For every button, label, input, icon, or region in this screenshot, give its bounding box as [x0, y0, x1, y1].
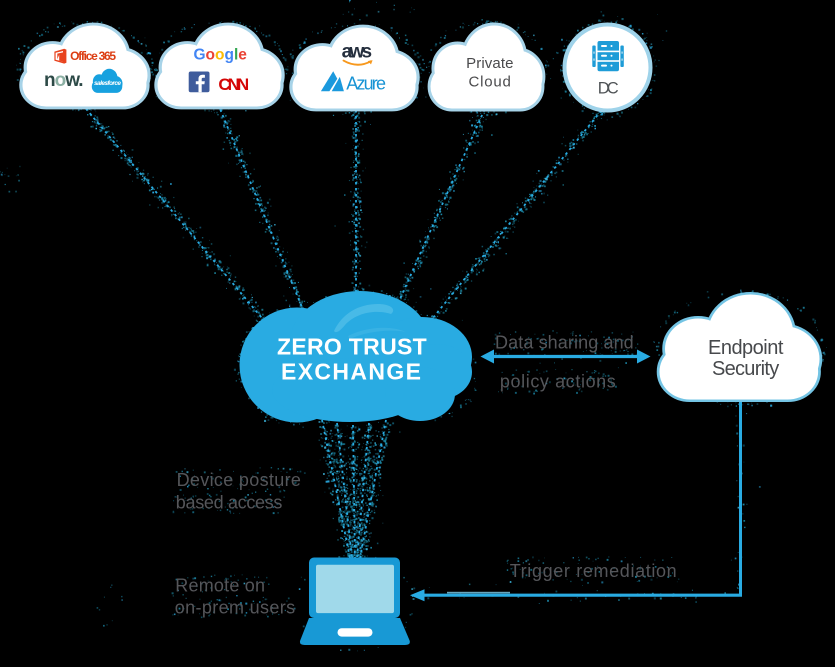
svg-text:Azure: Azure	[346, 74, 386, 94]
svg-text:aws: aws	[342, 41, 372, 62]
svg-text:Device posture: Device posture	[177, 470, 301, 490]
svg-text:Office 365: Office 365	[70, 49, 116, 63]
svg-text:CNN: CNN	[218, 75, 249, 94]
svg-text:Remote on: Remote on	[175, 575, 265, 595]
svg-text:Trigger remediation: Trigger remediation	[510, 561, 677, 581]
svg-text:on-prem users: on-prem users	[175, 598, 295, 618]
svg-text:Data sharing and: Data sharing and	[495, 333, 634, 353]
svg-text:EXCHANGE: EXCHANGE	[281, 359, 421, 385]
svg-text:based access: based access	[176, 493, 283, 513]
svg-text:DC: DC	[598, 79, 619, 97]
svg-text:policy actions: policy actions	[500, 371, 616, 391]
svg-text:salesforce: salesforce	[94, 80, 121, 87]
svg-text:Cloud: Cloud	[469, 73, 511, 90]
svg-text:ZERO TRUST: ZERO TRUST	[277, 333, 427, 359]
svg-text:now.: now.	[44, 70, 83, 91]
svg-text:Google: Google	[193, 47, 247, 64]
svg-text:Private: Private	[466, 55, 513, 72]
svg-text:Security: Security	[712, 358, 779, 380]
svg-text:Endpoint: Endpoint	[708, 337, 784, 359]
